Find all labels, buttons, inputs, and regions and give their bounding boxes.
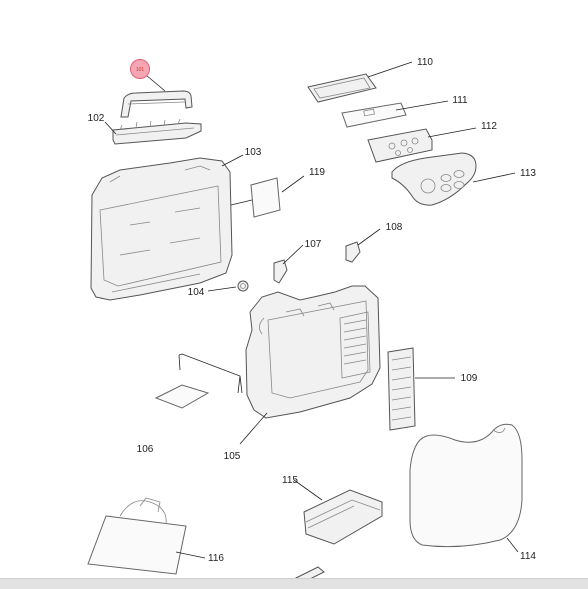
svg-text:101: 101 [136, 67, 145, 73]
part-carry-bag [87, 497, 187, 575]
part-control-plate [341, 102, 407, 128]
bottom-scroll-bar[interactable] [0, 578, 588, 589]
part-knob [237, 280, 249, 292]
part-cover [409, 423, 523, 548]
svg-text:103: 103 [245, 147, 262, 158]
svg-text:116: 116 [208, 553, 224, 564]
callout-104[interactable]: 104 [188, 287, 205, 298]
part-top-panel [307, 73, 377, 103]
svg-text:107: 107 [305, 239, 322, 250]
svg-text:104: 104 [188, 287, 205, 298]
part-handle-base [112, 118, 202, 145]
svg-text:113: 113 [520, 168, 536, 179]
callout-108[interactable]: 108 [386, 222, 403, 233]
callout-116[interactable]: 116 [208, 553, 224, 564]
callout-110[interactable]: 110 [417, 57, 433, 68]
svg-text:112: 112 [481, 121, 497, 132]
callout-111[interactable]: 111 [452, 95, 468, 106]
part-control-overlay [391, 152, 477, 206]
svg-text:110: 110 [417, 57, 433, 68]
callout-109[interactable]: 109 [461, 373, 478, 384]
callout-103[interactable]: 103 [245, 147, 262, 158]
callout-112[interactable]: 112 [481, 121, 497, 132]
part-button-board [367, 128, 433, 163]
part-handle [120, 90, 193, 118]
callout-107[interactable]: 107 [305, 239, 322, 250]
callout-113[interactable]: 113 [520, 168, 536, 179]
part-filter [387, 347, 416, 431]
svg-text:119: 119 [309, 167, 325, 178]
svg-text:115: 115 [282, 475, 298, 486]
callout-101[interactable]: 101 [130, 59, 150, 79]
callout-106[interactable]: 106 [137, 444, 154, 455]
callout-114[interactable]: 114 [520, 551, 536, 562]
svg-text:114: 114 [520, 551, 536, 562]
svg-text:106: 106 [137, 444, 154, 455]
part-front-housing [245, 285, 381, 419]
callout-105[interactable]: 105 [224, 451, 241, 462]
svg-text:111: 111 [452, 95, 468, 106]
callout-102[interactable]: 102 [88, 113, 105, 124]
part-label-sticker [250, 177, 281, 218]
svg-text:102: 102 [88, 113, 105, 124]
svg-text:109: 109 [461, 373, 478, 384]
callout-115[interactable]: 115 [282, 475, 298, 486]
part-clip-right [345, 241, 361, 263]
svg-text:105: 105 [224, 451, 241, 462]
part-sheet [154, 384, 210, 409]
part-clip-left [273, 259, 288, 284]
part-rear-housing [90, 157, 233, 301]
svg-text:108: 108 [386, 222, 403, 233]
part-folded-cloth [303, 489, 383, 545]
callout-119[interactable]: 119 [309, 167, 325, 178]
